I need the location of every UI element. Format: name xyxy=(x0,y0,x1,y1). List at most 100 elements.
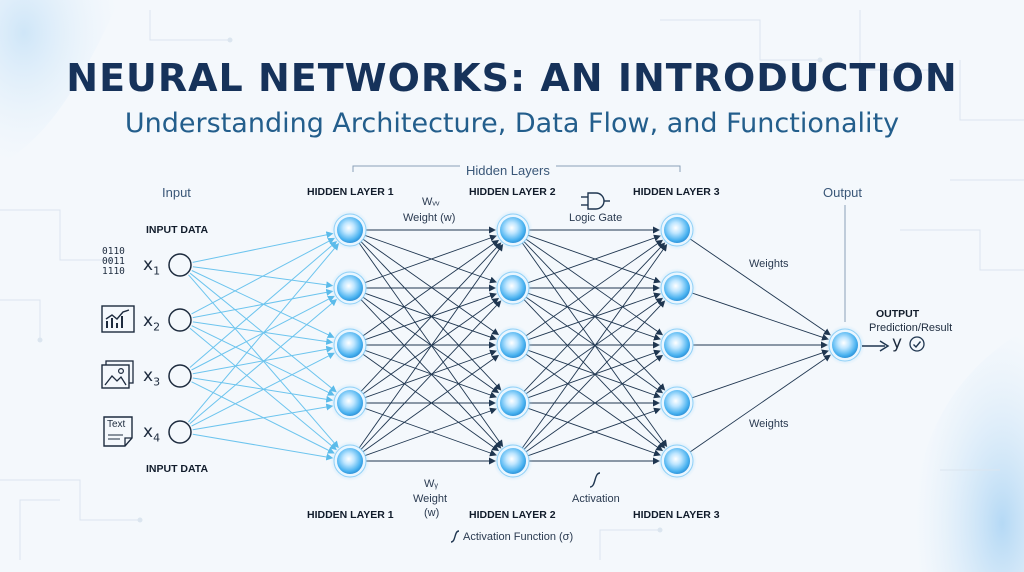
edge-h1-5-to-h2-4 xyxy=(364,407,497,457)
binary-data-icon: 0110 0011 1110 xyxy=(102,246,125,277)
hidden-layer-2-node-1 xyxy=(493,210,533,250)
edge-h2-3-to-h3-2 xyxy=(527,292,661,341)
hidden-layer-3-label-bottom: HIDDEN LAYER 3 xyxy=(633,509,720,521)
edge-input-2-to-h1-4 xyxy=(191,325,335,396)
activation-function-label: Activation Function (σ) xyxy=(463,531,574,543)
edge-h2-4-to-h3-1 xyxy=(523,242,666,392)
edge-h1-1-to-h2-3 xyxy=(362,238,500,336)
edge-h2-1-to-h3-4 xyxy=(523,241,666,391)
weight-label-bottom-line1: Weight xyxy=(413,493,448,505)
hidden-layer-2-label-bottom: HIDDEN LAYER 2 xyxy=(469,509,556,521)
hidden-layer-2-node-3 xyxy=(493,325,533,365)
edge-input-4-to-h1-5 xyxy=(192,433,334,461)
edge-h2-3-to-h3-5 xyxy=(525,353,664,452)
input-label-x2: x2 xyxy=(143,311,161,334)
edge-h1-4-to-h2-3 xyxy=(364,349,497,399)
edge-h1-2-to-h2-1 xyxy=(364,234,497,284)
edge-input-1-to-h1-3 xyxy=(191,270,335,338)
section-output: Output xyxy=(823,185,863,200)
logic-gate-icon xyxy=(581,192,610,210)
edge-h2-1-to-h3-3 xyxy=(525,238,664,336)
edge-h2-1-to-h3-2 xyxy=(527,234,661,284)
chart-icon xyxy=(101,305,135,333)
edge-input-3-to-h1-4 xyxy=(192,377,334,403)
edge-h1-5-to-h2-2 xyxy=(360,300,502,450)
input-label-x1: x1 xyxy=(143,255,161,278)
edge-input-4-to-h1-1 xyxy=(188,243,340,423)
edge-h2-5-to-h3-2 xyxy=(523,300,666,450)
hidden-layer-1-label-top: HIDDEN LAYER 1 xyxy=(307,186,394,198)
edge-h1-3-to-h2-2 xyxy=(364,292,497,341)
edge-h1-5-to-h2-3 xyxy=(362,354,500,453)
input-node-4 xyxy=(168,420,192,444)
check-icon xyxy=(909,336,925,352)
edge-h1-4-to-h2-5 xyxy=(364,407,497,457)
hidden-layer-2-node-5 xyxy=(493,441,533,481)
weights-label-lower: Weights xyxy=(749,418,789,430)
section-hidden-layers: Hidden Layers xyxy=(460,163,556,178)
edge-h1-2-to-h2-3 xyxy=(364,292,497,341)
edge-h2-3-to-h3-4 xyxy=(527,349,661,399)
output-heading: OUTPUT xyxy=(876,308,920,320)
text-document-icon: Text xyxy=(103,416,133,447)
activation-label: Activation xyxy=(572,493,620,505)
page-title: NEURAL NETWORKS: AN INTRODUCTION xyxy=(66,56,958,100)
input-node-1 xyxy=(168,253,192,277)
hidden-layer-2-label-top: HIDDEN LAYER 2 xyxy=(469,186,556,198)
hidden-layer-3-node-4 xyxy=(657,383,697,423)
hidden-layer-3-node-3 xyxy=(657,325,697,365)
hidden-layer-1-node-3 xyxy=(330,325,370,365)
hidden-layer-3-node-1 xyxy=(657,210,697,250)
image-icon xyxy=(101,360,134,389)
edge-input-4-to-h1-3 xyxy=(191,352,335,427)
weight-label-bottom-line2: (w) xyxy=(424,507,440,519)
input-data-label-top: INPUT DATA xyxy=(146,224,209,236)
page-subtitle: Understanding Architecture, Data Flow, a… xyxy=(124,108,900,139)
activation-sigmoid-icon xyxy=(589,472,601,488)
input-node-2 xyxy=(168,308,192,332)
edge-input-4-to-h1-2 xyxy=(189,298,338,424)
edge-h1-3-to-h2-4 xyxy=(364,349,497,399)
edge-h2-5-to-h3-1 xyxy=(521,243,668,449)
edge-h2-5-to-h3-3 xyxy=(525,354,664,453)
edge-input-3-to-h1-1 xyxy=(189,241,338,368)
edge-h1-4-to-h2-1 xyxy=(360,242,502,392)
edge-h3-4-to-output xyxy=(691,349,829,399)
output-node xyxy=(825,325,865,365)
hidden-layer-3-node-5 xyxy=(657,441,697,481)
edge-h3-5-to-output xyxy=(689,354,832,453)
input-label-x3: x3 xyxy=(143,366,161,389)
edge-h2-2-to-h3-1 xyxy=(527,234,661,284)
text-icon-label: Text xyxy=(107,419,126,430)
section-input: Input xyxy=(162,185,191,200)
edge-h2-4-to-h3-3 xyxy=(527,349,661,399)
edge-input-2-to-h1-1 xyxy=(191,237,335,315)
edge-h1-1-to-h2-4 xyxy=(360,241,502,391)
input-data-label-bottom: INPUT DATA xyxy=(146,463,209,475)
input-node-3 xyxy=(168,364,192,388)
hidden-layer-1-node-4 xyxy=(330,383,370,423)
hidden-layer-2-node-2 xyxy=(493,268,533,308)
edge-h1-3-to-h2-1 xyxy=(362,239,500,337)
edge-h2-2-to-h3-3 xyxy=(527,292,661,341)
hidden-layer-3-label-top: HIDDEN LAYER 3 xyxy=(633,186,720,198)
output-subheading: Prediction/Result xyxy=(869,322,953,334)
weight-symbol-top: Wᵥᵥ xyxy=(422,196,440,208)
edge-h2-4-to-h3-5 xyxy=(527,407,661,457)
hidden-layer-3-node-2 xyxy=(657,268,697,308)
hidden-layer-1-node-1 xyxy=(330,210,370,250)
weight-symbol-bottom: Wᵧ xyxy=(424,478,438,490)
edge-h1-3-to-h2-5 xyxy=(362,353,500,452)
output-symbol-y: y xyxy=(892,333,903,353)
edge-h2-3-to-h3-1 xyxy=(525,239,664,337)
logic-gate-label: Logic Gate xyxy=(569,212,623,224)
edge-h1-5-to-h2-1 xyxy=(358,243,504,449)
edge-input-4-to-h1-4 xyxy=(192,403,334,431)
edge-input-1-to-h1-1 xyxy=(192,231,334,263)
hidden-layer-2-node-4 xyxy=(493,383,533,423)
edge-h2-5-to-h3-4 xyxy=(527,407,661,457)
weights-label-upper: Weights xyxy=(749,258,789,270)
edge-h1-1-to-h2-2 xyxy=(364,234,497,284)
hidden-layer-1-node-2 xyxy=(330,268,370,308)
